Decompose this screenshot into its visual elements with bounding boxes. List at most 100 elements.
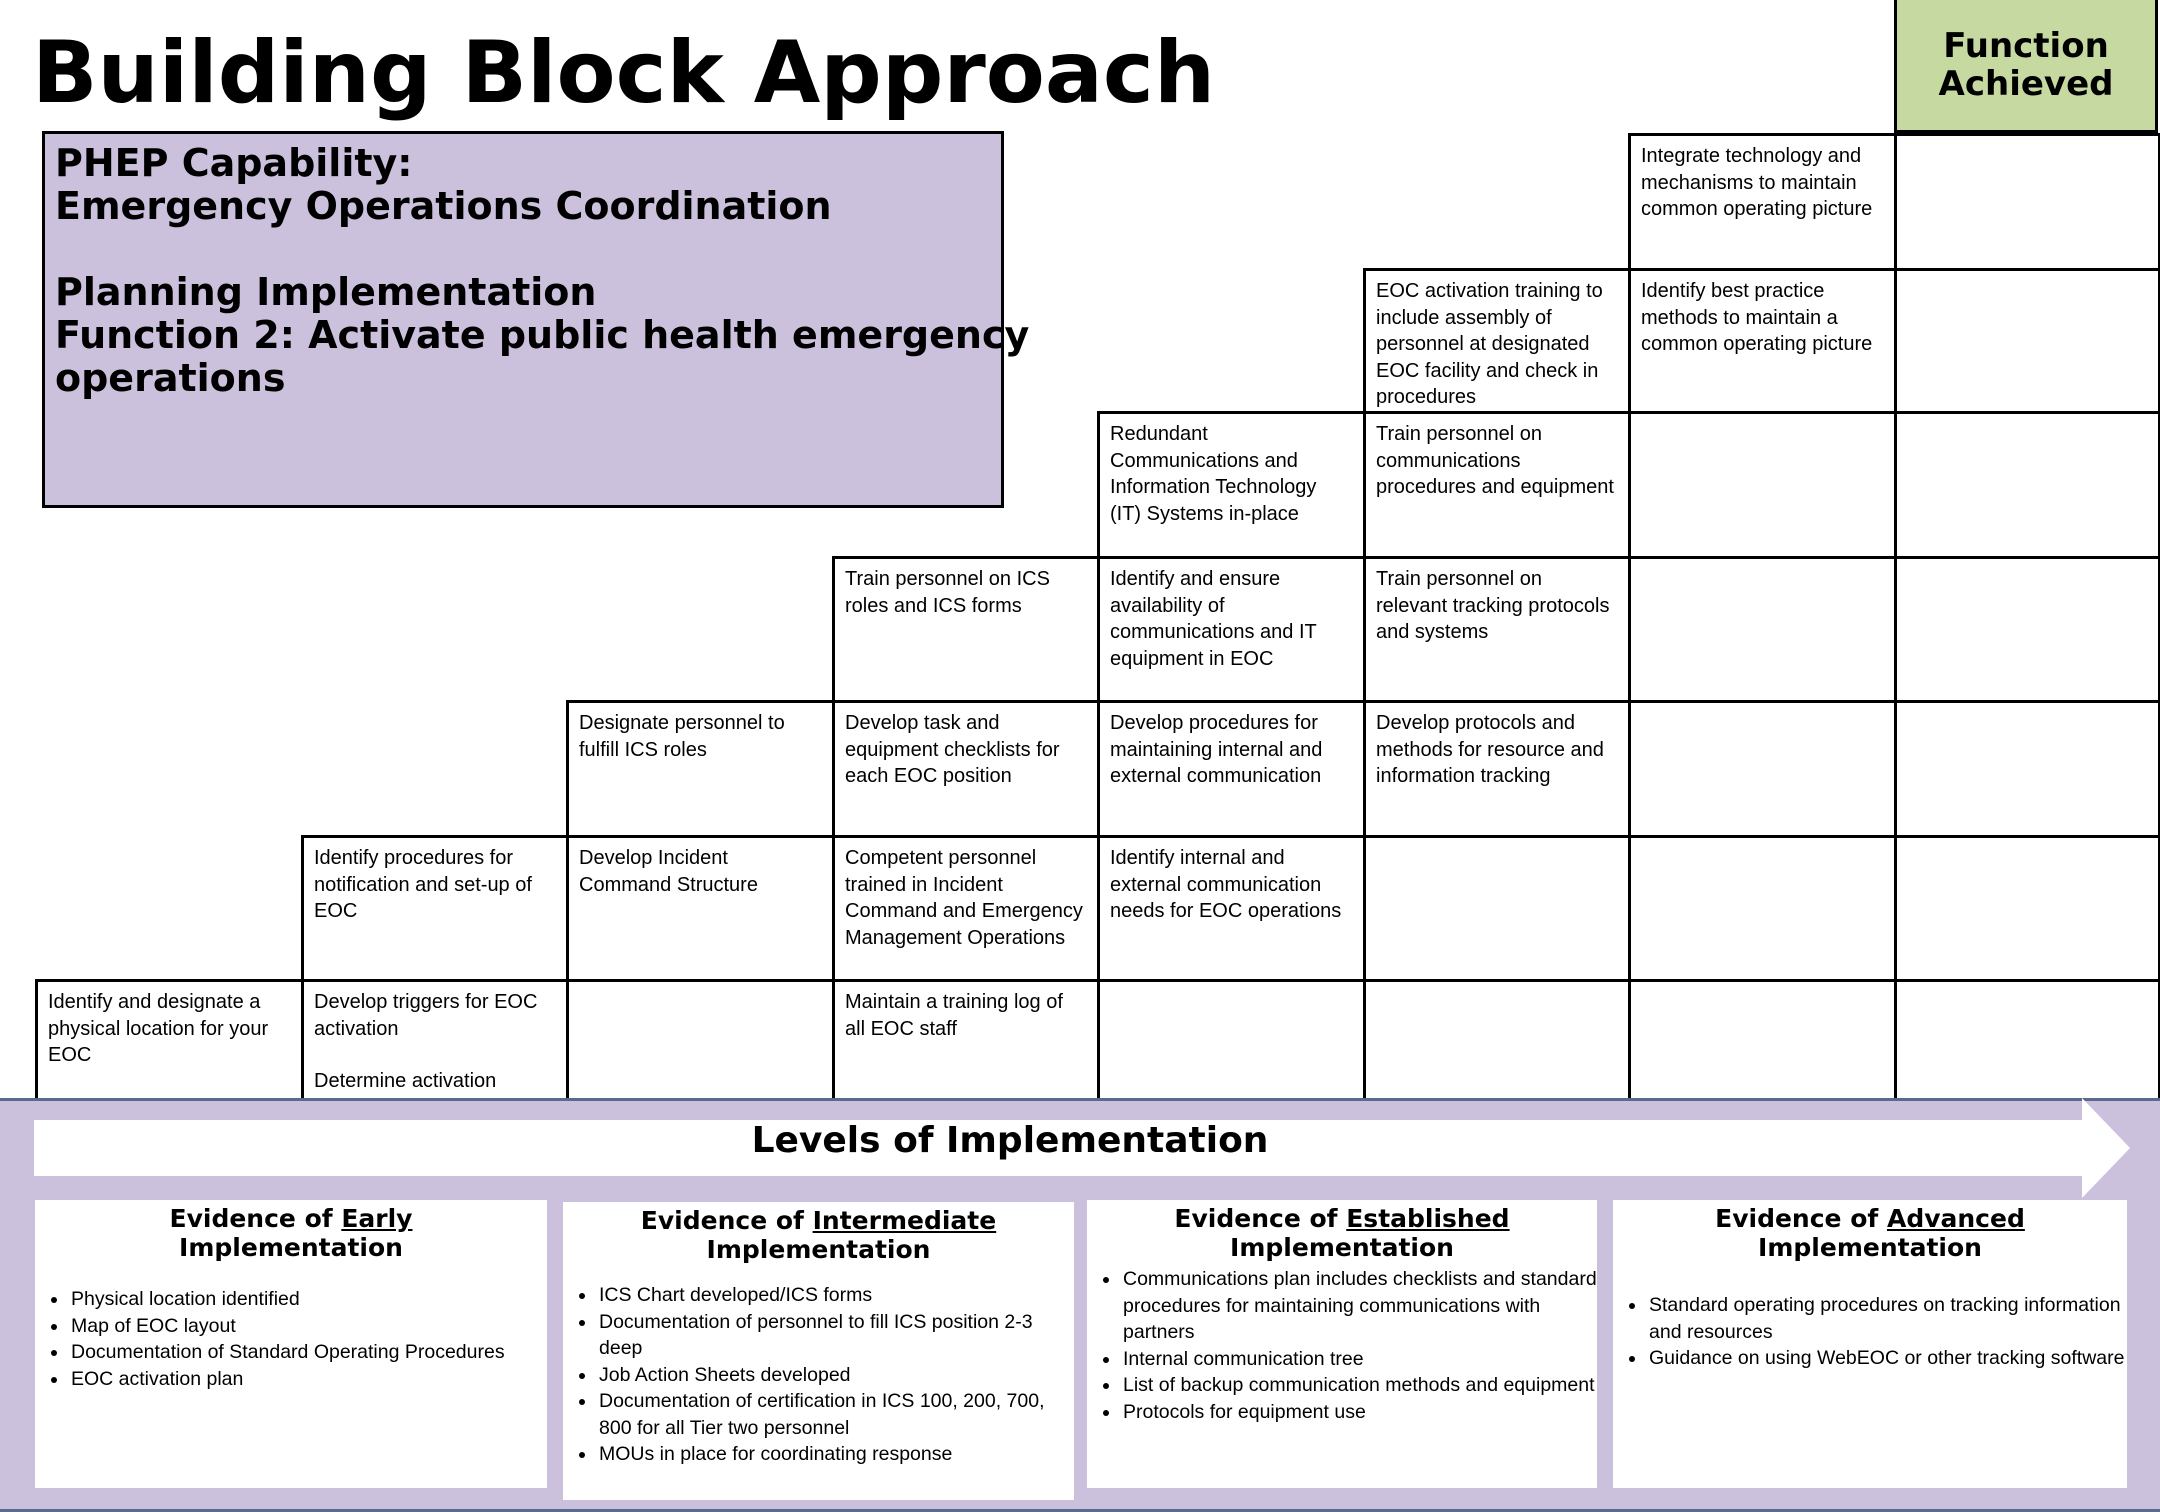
building-block: Identify and designate a physical locati… [35,979,304,1104]
function-achieved-cell [1894,835,2160,982]
list-item: Job Action Sheets developed [597,1362,1074,1389]
block-text: Develop triggers for EOC activation [314,991,538,1040]
function-achieved-header: Function Achieved [1894,0,2158,133]
block-text: Competent personnel trained in Incident … [845,847,1083,949]
levels-of-implementation-label: Levels of Implementation [751,1120,1269,1161]
building-block: Develop task and equipment checklists fo… [832,700,1100,838]
building-block: Develop procedures for maintaining inter… [1097,700,1366,838]
block-text: Train personnel on relevant tracking pro… [1376,568,1610,643]
building-block [566,979,835,1104]
list-item: MOUs in place for coordinating response [597,1441,1074,1468]
building-block [1628,979,1897,1104]
function-achieved-cell [1894,979,2160,1104]
function-achieved-cell [1894,556,2160,703]
capability-name: Emergency Operations Coordination [55,184,832,228]
building-block: Redundant Communications and Information… [1097,411,1366,559]
building-block: Train personnel on communications proced… [1363,411,1631,559]
function-achieved-cell [1894,268,2160,414]
block-text: Identify and designate a physical locati… [48,991,269,1066]
block-text: Maintain a training log of all EOC staff [845,991,1063,1040]
block-text: Develop Incident Command Structure [579,847,758,896]
evidence-suffix: Implementation [706,1235,931,1264]
block-text: Designate personnel to fulfill ICS roles [579,712,785,761]
building-block: Train personnel on ICS roles and ICS for… [832,556,1100,703]
block-text: Develop procedures for maintaining inter… [1110,712,1323,787]
capability-box: PHEP Capability: Emergency Operations Co… [42,131,1030,508]
building-block: Integrate technology and mechanisms to m… [1628,133,1897,271]
block-text: Identify internal and external communica… [1110,847,1342,922]
building-block: Designate personnel to fulfill ICS roles [566,700,835,838]
evidence-intermediate-title: Evidence of Intermediate Implementation [563,1206,1074,1264]
building-block [1628,700,1897,838]
block-text: Integrate technology and mechanisms to m… [1641,145,1873,220]
list-item: Protocols for equipment use [1121,1399,1597,1426]
evidence-level: Established [1346,1204,1510,1233]
function-label-cont: operations [55,356,286,400]
building-block: Identify best practice methods to mainta… [1628,268,1897,414]
evidence-advanced-box: Evidence of Advanced Implementation Stan… [1613,1200,2127,1488]
page-title: Building Block Approach [32,23,1216,123]
evidence-early-list: Physical location identified Map of EOC … [35,1286,547,1392]
evidence-level: Advanced [1886,1204,2025,1233]
building-block: Identify internal and external communica… [1097,835,1366,982]
block-text: Develop protocols and methods for resour… [1376,712,1604,787]
building-block: Competent personnel trained in Incident … [832,835,1100,982]
evidence-suffix: Implementation [1230,1233,1454,1262]
evidence-established-box: Evidence of Established Implementation C… [1087,1200,1597,1488]
evidence-advanced-list: Standard operating procedures on trackin… [1613,1292,2127,1372]
list-item: List of backup communication methods and… [1121,1372,1597,1399]
list-item: EOC activation plan [69,1366,547,1393]
building-block [1628,411,1897,559]
list-item: Communications plan includes checklists … [1121,1266,1597,1346]
evidence-early-box: Evidence of Early Implementation Physica… [35,1200,547,1488]
building-block: Develop protocols and methods for resour… [1363,700,1631,838]
evidence-suffix: Implementation [1758,1233,1982,1262]
list-item: Internal communication tree [1121,1346,1597,1373]
evidence-intermediate-list: ICS Chart developed/ICS forms Documentat… [563,1282,1074,1468]
building-block [1363,835,1631,982]
planning-label: Planning Implementation [55,270,597,314]
capability-label: PHEP Capability: [55,141,413,185]
evidence-established-list: Communications plan includes checklists … [1087,1266,1597,1425]
building-block: Develop Incident Command Structure [566,835,835,982]
evidence-suffix: Implementation [179,1233,403,1262]
list-item: Documentation of personnel to fill ICS p… [597,1309,1074,1362]
evidence-advanced-title: Evidence of Advanced Implementation [1613,1204,2127,1262]
function-label: Function 2: Activate public health emerg… [55,313,1030,357]
block-text: Identify best practice methods to mainta… [1641,280,1873,355]
evidence-prefix: Evidence of [169,1204,342,1233]
evidence-prefix: Evidence of [1715,1204,1887,1233]
list-item: Physical location identified [69,1286,547,1313]
arrow-shape [34,1098,2130,1198]
building-block: Identify procedures for notification and… [301,835,569,982]
building-block [1628,556,1897,703]
block-text: Identify and ensure availability of comm… [1110,568,1317,670]
building-block [1363,979,1631,1104]
evidence-prefix: Evidence of [640,1206,813,1235]
building-block: EOC activation training to include assem… [1363,268,1631,414]
list-item: Map of EOC layout [69,1313,547,1340]
function-achieved-cell [1894,133,2160,271]
list-item: Documentation of certification in ICS 10… [597,1388,1074,1441]
evidence-intermediate-box: Evidence of Intermediate Implementation … [563,1202,1074,1500]
evidence-early-title: Evidence of Early Implementation [35,1204,547,1262]
evidence-established-title: Evidence of Established Implementation [1087,1204,1597,1262]
block-text: Train personnel on communications proced… [1376,423,1614,498]
building-block: Maintain a training log of all EOC staff [832,979,1100,1104]
list-item: Documentation of Standard Operating Proc… [69,1339,547,1366]
function-achieved-cell [1894,700,2160,838]
block-text: Develop task and equipment checklists fo… [845,712,1060,787]
building-block [1628,835,1897,982]
building-block: Train personnel on relevant tracking pro… [1363,556,1631,703]
block-text: Redundant Communications and Information… [1110,423,1317,525]
block-text: Train personnel on ICS roles and ICS for… [845,568,1050,617]
building-block: Identify and ensure availability of comm… [1097,556,1366,703]
list-item: Guidance on using WebEOC or other tracki… [1647,1345,2127,1372]
block-text: Identify procedures for notification and… [314,847,532,922]
building-block [1097,979,1366,1104]
list-item: Standard operating procedures on trackin… [1647,1292,2127,1345]
evidence-level: Early [341,1204,413,1233]
levels-arrow [34,1098,2130,1198]
block-text: EOC activation training to include assem… [1376,280,1603,408]
